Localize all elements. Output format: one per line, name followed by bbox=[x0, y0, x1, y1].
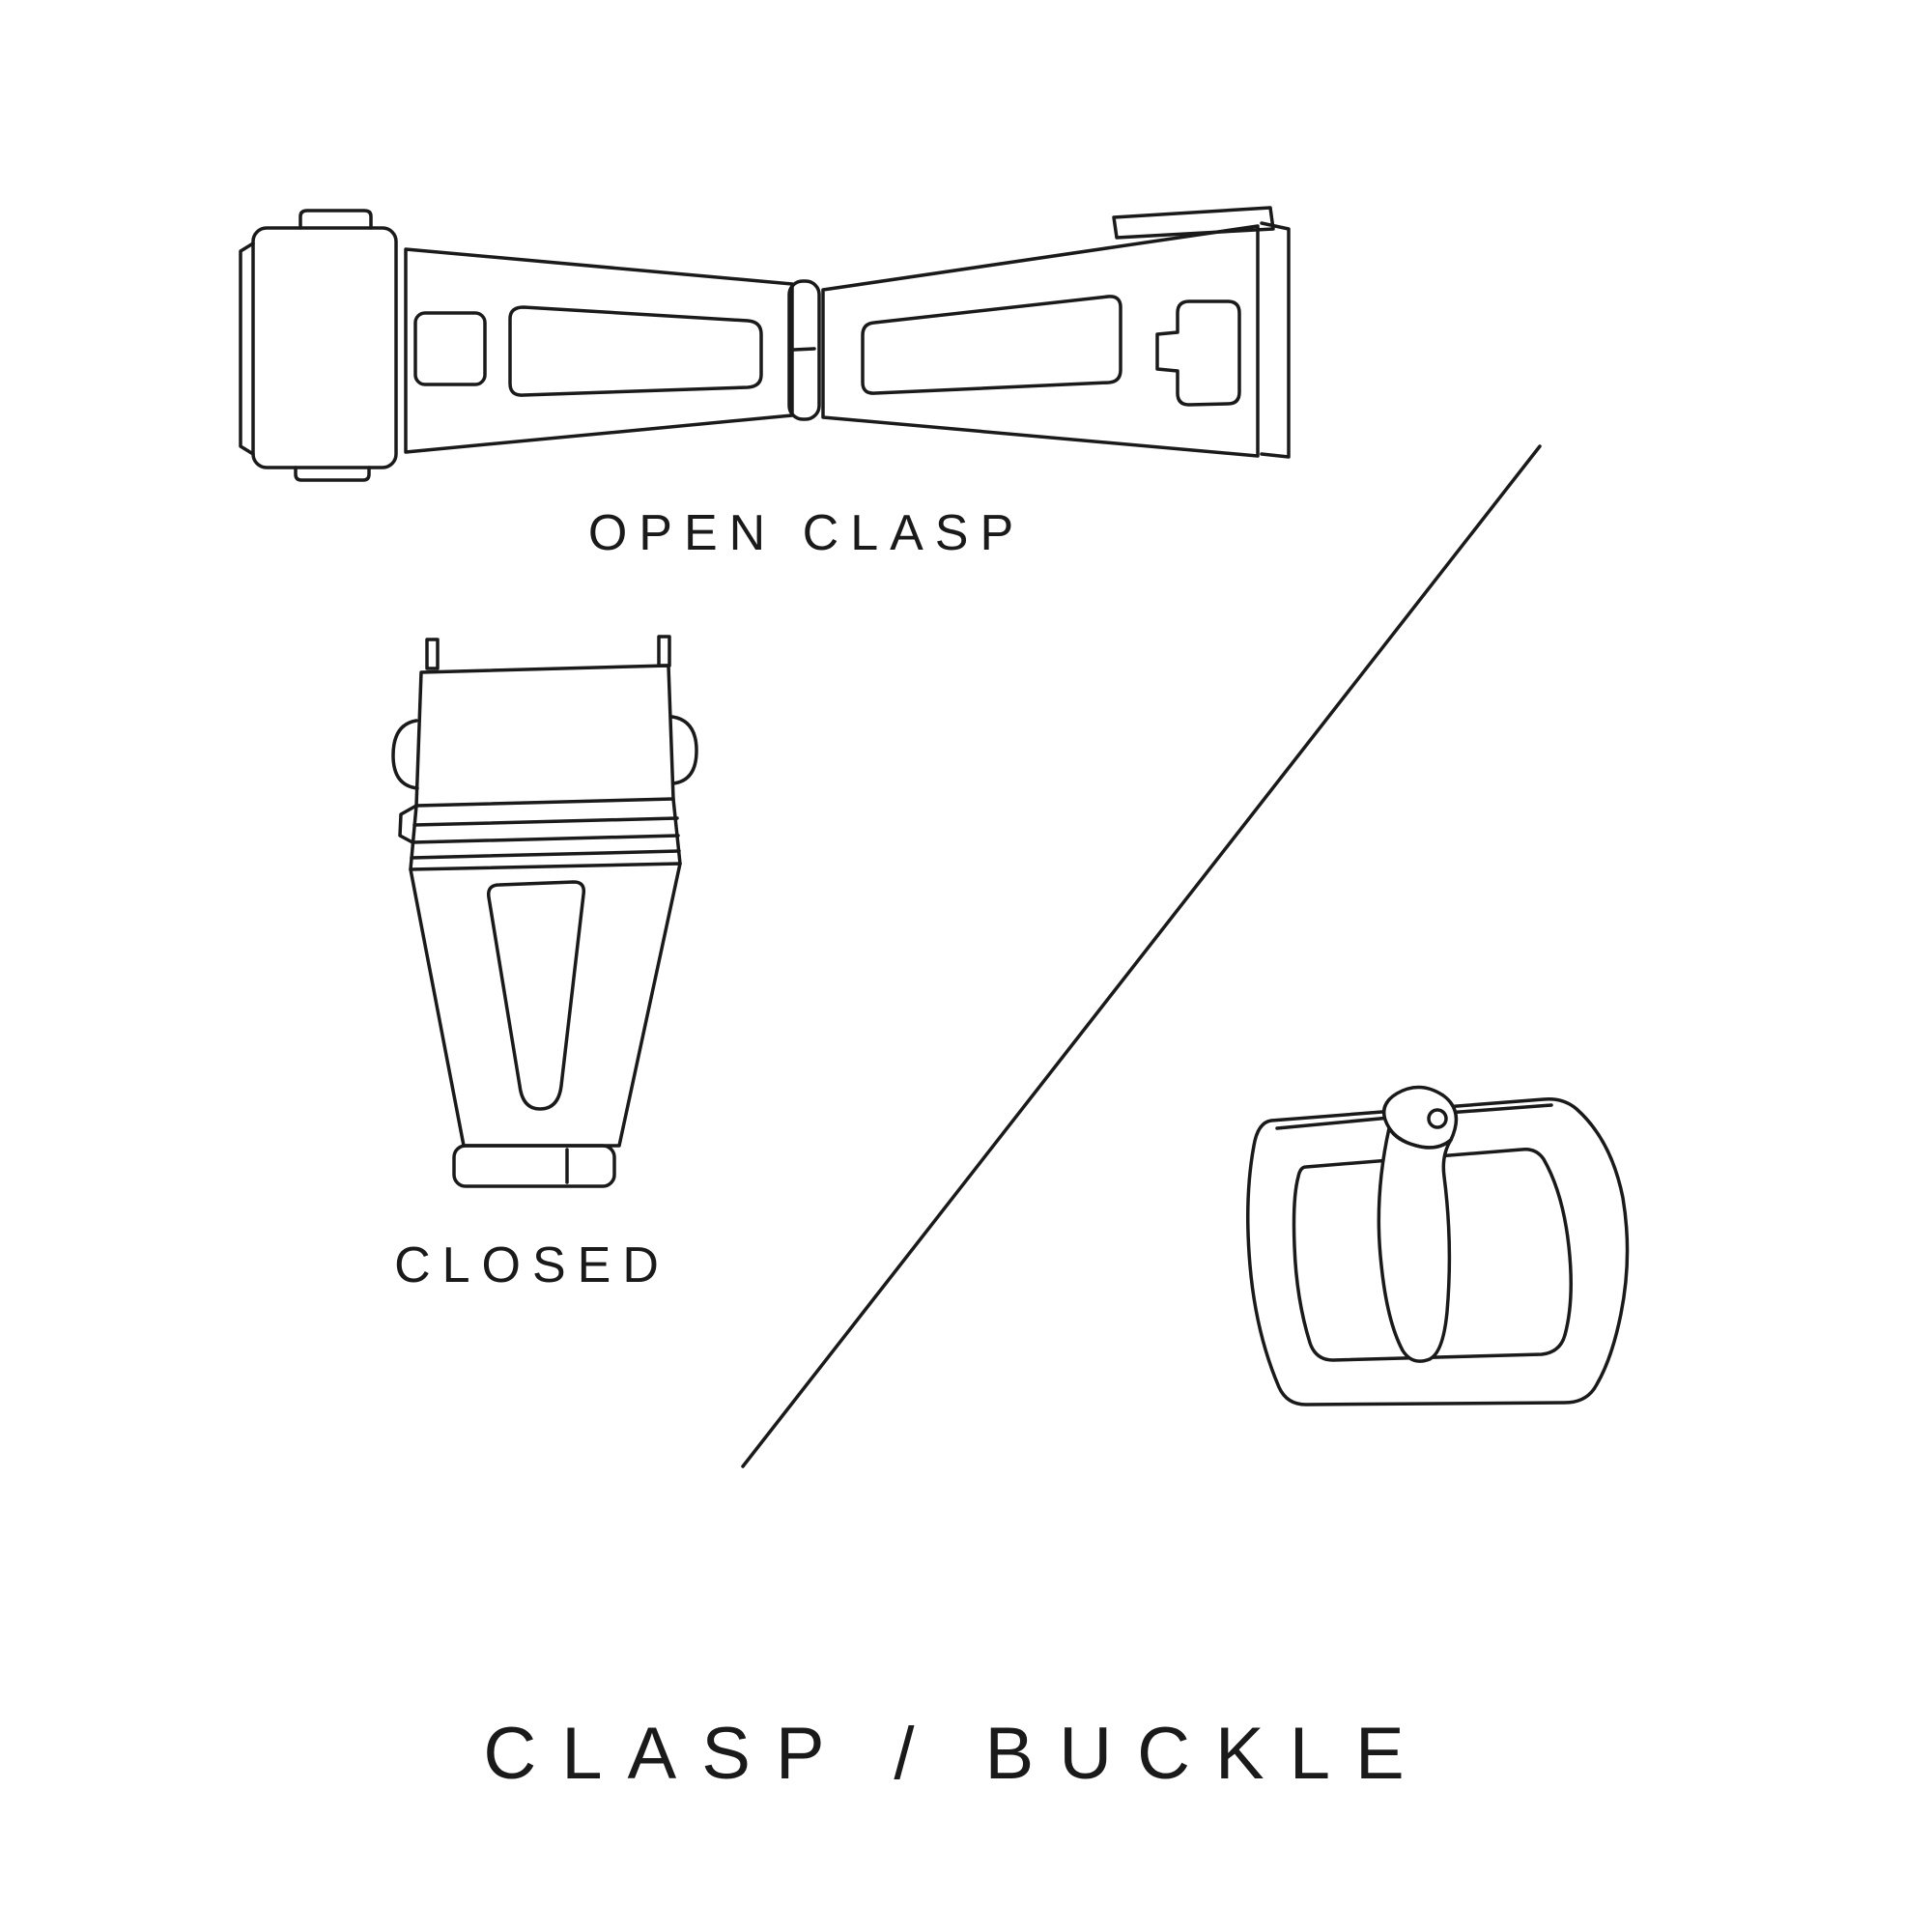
open-clasp-label: OPEN CLASP bbox=[587, 505, 1026, 561]
divider-line bbox=[741, 444, 1542, 1468]
page-title: CLASP / BUCKLE bbox=[483, 1713, 1430, 1795]
pin-buckle-illustration bbox=[1246, 1085, 1630, 1406]
open-clasp-illustration bbox=[239, 206, 1291, 482]
closed-clasp-illustration bbox=[391, 635, 698, 1188]
closed-label: CLOSED bbox=[394, 1237, 670, 1293]
